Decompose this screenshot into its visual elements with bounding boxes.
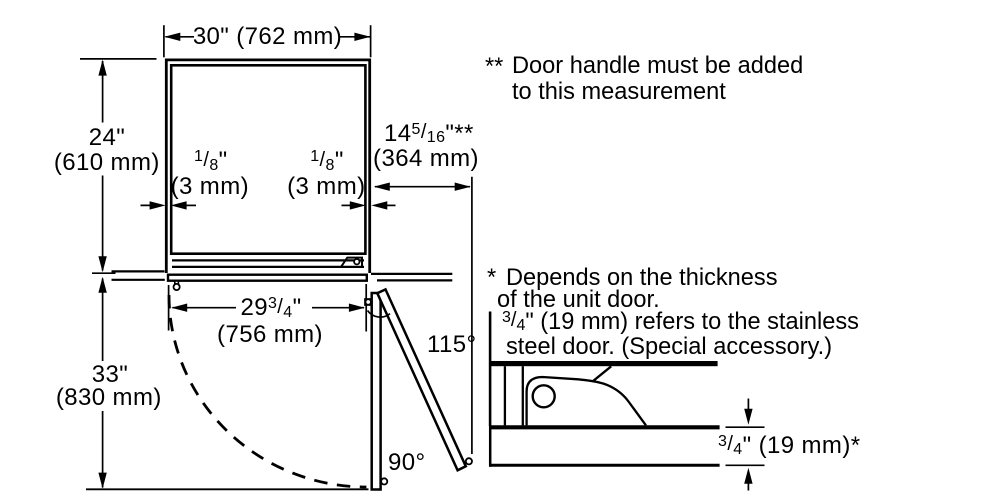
door-open-90 bbox=[370, 291, 389, 491]
label-gap-left-inch: 1/8" bbox=[194, 147, 228, 174]
arrowhead-right bbox=[349, 201, 366, 210]
label-handle-clearance-mm: (364 mm) bbox=[373, 145, 479, 172]
handle-pin-closed bbox=[172, 282, 181, 291]
dim-width-30 bbox=[163, 25, 372, 58]
label-gap-right-mm: (3 mm) bbox=[287, 173, 366, 200]
label-panel-thickness: 3/4" (19 mm)* bbox=[718, 431, 861, 459]
dim-panel-thickness bbox=[725, 398, 765, 491]
arrowhead-left bbox=[170, 201, 187, 210]
countertop-lines bbox=[111, 270, 453, 282]
note-thickness-marker: * bbox=[487, 264, 497, 291]
label-angle-90: 90° bbox=[388, 449, 426, 476]
note-thickness: Depends on the thickness of the unit doo… bbox=[497, 264, 859, 361]
door-bottom-grille bbox=[172, 256, 364, 268]
label-height-24-inch: 24" bbox=[88, 124, 126, 151]
arrowhead-up bbox=[744, 467, 753, 484]
arrowhead-left bbox=[373, 182, 390, 191]
dim-gap-left bbox=[140, 201, 196, 210]
cross-section bbox=[488, 311, 720, 467]
dim-height-33 bbox=[98, 276, 107, 489]
unit-door-bottom bbox=[489, 361, 718, 367]
arrowhead-left bbox=[164, 32, 181, 41]
arrowhead-right bbox=[354, 32, 371, 41]
grille-bracket-pin bbox=[353, 258, 361, 266]
dim-handle-clearance bbox=[373, 176, 473, 454]
door-swing-arc bbox=[167, 294, 367, 489]
arrowhead-down bbox=[98, 472, 107, 489]
door-open-115 bbox=[375, 287, 473, 472]
label-height-33-inch: 33" bbox=[91, 360, 129, 388]
arrowhead-left bbox=[371, 201, 388, 210]
hinge-swing-arc bbox=[366, 309, 391, 318]
arrowhead-down bbox=[744, 408, 753, 425]
hinge-arm bbox=[591, 365, 612, 383]
arrowhead-right bbox=[454, 182, 471, 191]
grille-bracket bbox=[340, 256, 363, 268]
label-handle-clearance-inch: 145/16"** bbox=[384, 119, 474, 147]
arrowhead-right bbox=[348, 303, 365, 312]
note-door-handle-marker: ** bbox=[485, 54, 504, 80]
steel-door-panel bbox=[488, 425, 720, 467]
label-gap-left-mm: (3 mm) bbox=[170, 173, 249, 200]
arrowhead-up bbox=[98, 276, 107, 293]
cabinet-cutout-outline bbox=[164, 58, 372, 273]
label-door-width-mm: (756 mm) bbox=[217, 321, 323, 348]
arrowhead-up bbox=[98, 59, 107, 76]
arrowhead-left bbox=[171, 303, 188, 312]
dim-door-width bbox=[167, 284, 368, 332]
hinge-pivot bbox=[531, 384, 556, 409]
label-height-24-mm: (610 mm) bbox=[53, 148, 160, 176]
label-height-33-mm: (830 mm) bbox=[55, 383, 162, 411]
dim-height-24 bbox=[80, 58, 157, 275]
arrowhead-down bbox=[98, 256, 107, 273]
handle-pin-115 bbox=[464, 457, 473, 466]
label-angle-115: 115° bbox=[427, 330, 477, 358]
dim-gap-right bbox=[341, 201, 396, 210]
label-door-width-inch: 293/4" bbox=[240, 294, 302, 321]
arrowhead-right bbox=[149, 201, 166, 210]
door-hinge-front bbox=[364, 298, 391, 318]
label-width-30: 30" (762 mm) bbox=[192, 23, 343, 50]
label-gap-right-inch: 1/8" bbox=[310, 147, 344, 174]
cabinet-base-plate bbox=[166, 273, 369, 291]
handle-pin-90 bbox=[380, 477, 389, 486]
